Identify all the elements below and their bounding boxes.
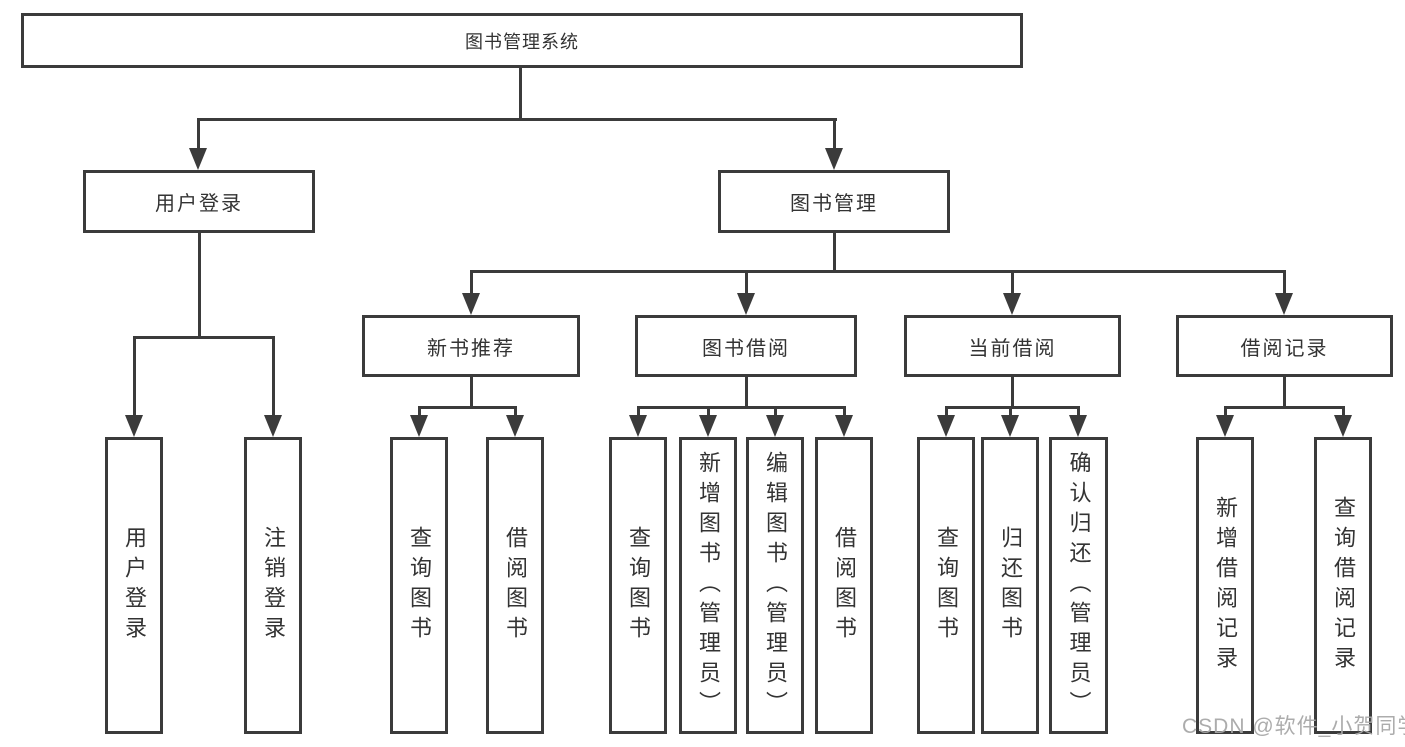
csdn-watermark: CSDN @软件_小贺同学 (1182, 715, 1405, 738)
connector-line (1283, 270, 1286, 295)
leaf-label: 归还图书 (998, 525, 1023, 646)
leaf-label: 查询图书 (407, 525, 432, 646)
arrow-down-icon (937, 415, 955, 437)
arrow-down-icon (699, 415, 717, 437)
arrow-down-icon (766, 415, 784, 437)
connector-line (133, 336, 275, 339)
node-root-system: 图书管理系统 (21, 13, 1023, 68)
leaf-add-borrow-record: 新增借阅记录 (1196, 437, 1254, 734)
arrow-down-icon (410, 415, 428, 437)
leaf-label: 借阅图书 (503, 525, 528, 646)
leaf-label: 确认归还（管理员） (1066, 450, 1092, 721)
leaf-borrow-books-recommend: 借阅图书 (486, 437, 544, 734)
leaf-label: 编辑图书（管理员） (763, 450, 788, 721)
connector-line (843, 406, 846, 419)
connector-line (198, 233, 201, 339)
arrow-down-icon (1334, 415, 1352, 437)
connector-line (1224, 406, 1227, 419)
leaf-query-books-current: 查询图书 (917, 437, 975, 734)
connector-line (745, 270, 748, 295)
connector-line (514, 406, 517, 419)
node-label: 当前借阅 (968, 337, 1057, 360)
connector-line (1224, 406, 1345, 409)
node-label: 图书管理 (790, 193, 878, 215)
node-borrow-records: 借阅记录 (1176, 315, 1393, 377)
node-label: 借阅记录 (1240, 337, 1329, 360)
arrow-down-icon (264, 415, 282, 437)
arrow-down-icon (1003, 293, 1021, 315)
leaf-query-borrow-record: 查询借阅记录 (1314, 437, 1372, 734)
arrow-down-icon (629, 415, 647, 437)
leaf-return-books: 归还图书 (981, 437, 1039, 734)
connector-line (1011, 270, 1014, 295)
leaf-query-books-borrow: 查询图书 (609, 437, 667, 734)
arrow-down-icon (506, 415, 524, 437)
connector-line (418, 406, 421, 419)
connector-line (418, 406, 517, 409)
arrow-down-icon (1275, 293, 1293, 315)
node-label: 图书借阅 (702, 337, 790, 360)
connector-line (707, 406, 710, 419)
connector-line (637, 406, 846, 409)
leaf-label: 查询借阅记录 (1331, 495, 1356, 676)
leaf-label: 新增借阅记录 (1213, 495, 1238, 676)
leaf-edit-books-admin: 编辑图书（管理员） (746, 437, 804, 734)
connector-line (945, 406, 1080, 409)
arrow-down-icon (737, 293, 755, 315)
connector-line (470, 270, 1286, 273)
arrow-down-icon (835, 415, 853, 437)
arrow-down-icon (1069, 415, 1087, 437)
connector-line (637, 406, 640, 419)
arrow-down-icon (825, 148, 843, 170)
node-label: 新书推荐 (427, 337, 515, 360)
connector-line (133, 336, 136, 417)
leaf-label: 注销登录 (261, 525, 286, 646)
leaf-confirm-return-admin: 确认归还（管理员） (1049, 437, 1108, 734)
node-book-borrow: 图书借阅 (635, 315, 857, 377)
leaf-label: 查询图书 (626, 525, 651, 646)
arrow-down-icon (189, 148, 207, 170)
node-current-borrow: 当前借阅 (904, 315, 1121, 377)
node-book-management: 图书管理 (718, 170, 950, 233)
node-user-login: 用户登录 (83, 170, 315, 233)
connector-line (833, 118, 836, 151)
leaf-label: 查询图书 (934, 525, 959, 646)
connector-line (470, 270, 473, 295)
connector-line (1342, 406, 1345, 419)
connector-line (833, 233, 836, 273)
arrow-down-icon (1216, 415, 1234, 437)
connector-line (519, 68, 522, 121)
leaf-label: 用户登录 (122, 525, 147, 646)
leaf-query-books-recommend: 查询图书 (390, 437, 448, 734)
leaf-borrow-books: 借阅图书 (815, 437, 873, 734)
connector-line (197, 118, 200, 151)
leaf-label: 借阅图书 (832, 525, 857, 646)
leaf-label: 新增图书（管理员） (696, 450, 721, 721)
leaf-logout: 注销登录 (244, 437, 302, 734)
node-label: 图书管理系统 (465, 31, 579, 52)
connector-line (470, 377, 473, 409)
connector-line (1077, 406, 1080, 419)
connector-line (745, 377, 748, 409)
connector-line (1283, 377, 1286, 409)
arrow-down-icon (462, 293, 480, 315)
node-new-book-recommend: 新书推荐 (362, 315, 580, 377)
arrow-down-icon (1001, 415, 1019, 437)
leaf-user-login: 用户登录 (105, 437, 163, 734)
connector-line (272, 336, 275, 417)
connector-line (1011, 377, 1014, 409)
connector-line (945, 406, 948, 419)
connector-line (197, 118, 837, 121)
node-label: 用户登录 (155, 193, 243, 215)
arrow-down-icon (125, 415, 143, 437)
connector-line (774, 406, 777, 419)
connector-line (1009, 406, 1012, 419)
leaf-add-books-admin: 新增图书（管理员） (679, 437, 737, 734)
